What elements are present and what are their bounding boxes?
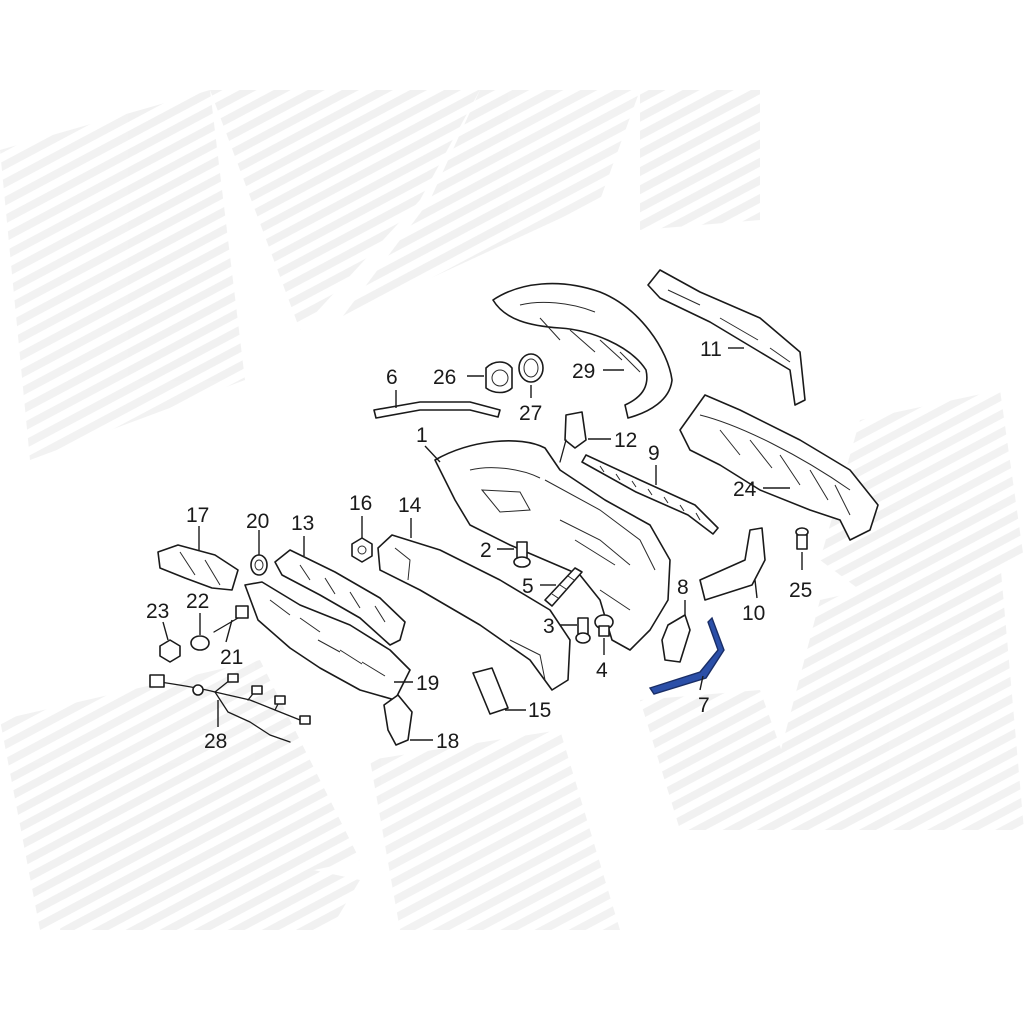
part-21-pin xyxy=(213,605,249,633)
part-24-lower-diffuser xyxy=(679,394,879,541)
part-28-wiring-harness xyxy=(149,673,311,743)
callout-26: 26 xyxy=(433,366,456,389)
callout-22: 22 xyxy=(186,590,209,613)
part-8-cover xyxy=(661,614,691,663)
callout-16: 16 xyxy=(349,492,372,515)
callout-labels: 6 1 2 3 5 4 7 8 9 10 11 12 13 14 15 16 1… xyxy=(146,338,812,753)
callout-10: 10 xyxy=(742,602,765,625)
callout-23: 23 xyxy=(146,600,169,623)
callout-15: 15 xyxy=(528,699,551,722)
callout-9: 9 xyxy=(648,442,660,465)
callout-18: 18 xyxy=(436,730,459,753)
part-27-ring xyxy=(518,353,544,383)
callout-21: 21 xyxy=(220,646,243,669)
part-18-bracket xyxy=(383,694,413,746)
part-19-absorber xyxy=(244,581,411,701)
callout-8: 8 xyxy=(677,576,689,599)
part-6-moulding xyxy=(373,401,501,419)
callout-27: 27 xyxy=(519,402,542,425)
part-11-trim-panel xyxy=(647,269,806,406)
part-20-grommet xyxy=(250,554,268,576)
part-17-bracket xyxy=(157,544,239,591)
callout-24: 24 xyxy=(733,478,757,501)
part-4-clip xyxy=(594,614,614,637)
callout-12: 12 xyxy=(614,429,637,452)
callout-5: 5 xyxy=(522,575,534,598)
part-29-diffuser xyxy=(492,282,673,419)
part-15-plate xyxy=(472,667,509,715)
part-16-nut xyxy=(351,537,373,563)
part-7-moulding-highlighted xyxy=(648,616,725,695)
callout-1: 1 xyxy=(416,424,428,447)
part-1-bumper-cover xyxy=(434,440,671,651)
part-9-strip xyxy=(581,454,719,535)
callout-25: 25 xyxy=(789,579,812,602)
part-22-washer xyxy=(190,635,210,651)
callout-2: 2 xyxy=(480,539,492,562)
part-14-beam xyxy=(377,534,571,691)
watermark xyxy=(0,90,1024,930)
part-23-nut xyxy=(159,639,181,663)
callout-7: 7 xyxy=(698,694,710,717)
callout-3: 3 xyxy=(543,615,555,638)
callout-11: 11 xyxy=(700,338,722,361)
part-3-screw xyxy=(575,617,591,644)
part-26-sensor-housing xyxy=(485,361,513,394)
part-13-bracket xyxy=(274,549,406,646)
callout-28: 28 xyxy=(204,730,227,753)
part-5-clip-strip xyxy=(544,567,583,607)
leader-lines xyxy=(162,347,803,741)
callout-13: 13 xyxy=(291,512,314,535)
callout-29: 29 xyxy=(572,360,595,383)
part-2-bolt xyxy=(513,541,531,568)
callout-14: 14 xyxy=(398,494,422,517)
callout-6: 6 xyxy=(386,366,398,389)
part-25-fastener xyxy=(795,527,809,550)
part-10-end-cap xyxy=(699,527,766,601)
callout-4: 4 xyxy=(596,659,608,682)
part-12-bracket xyxy=(559,411,587,463)
callout-17: 17 xyxy=(186,504,209,527)
callout-19: 19 xyxy=(416,672,439,695)
callout-20: 20 xyxy=(246,510,269,533)
